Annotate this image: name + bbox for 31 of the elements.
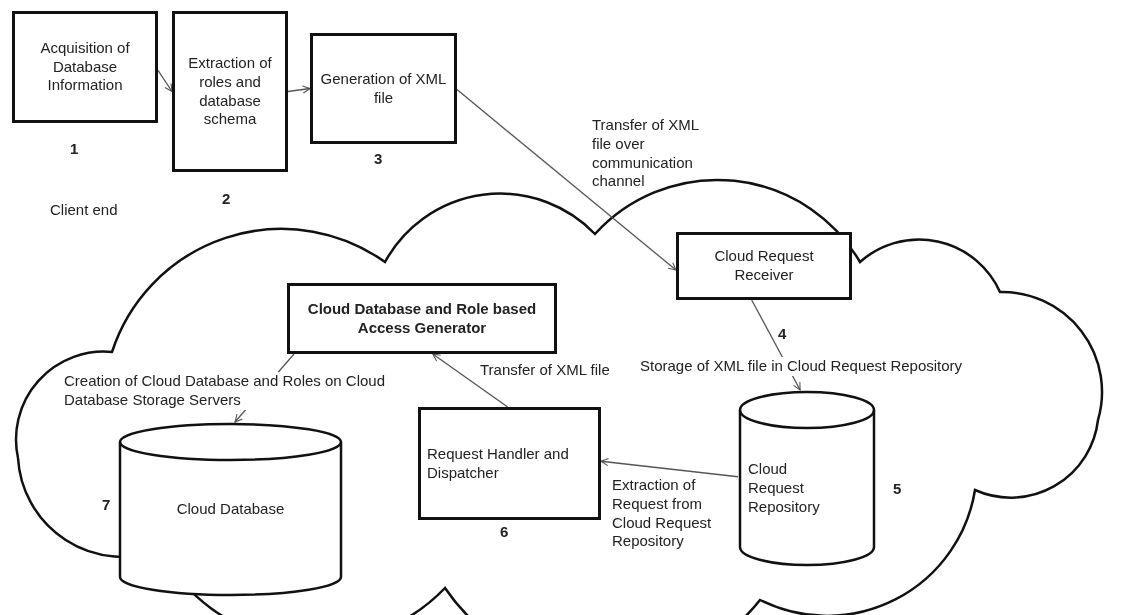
process-box <box>310 33 457 144</box>
node-label: Cloud Database and Role based Access Generator <box>306 299 538 338</box>
node-label: Extraction of roles and database schema <box>187 54 273 129</box>
node-label: Cloud Database <box>176 500 285 519</box>
edge-label: Transfer of XML file over communication channel <box>592 116 700 191</box>
step-number: 2 <box>222 190 231 209</box>
arrow <box>287 85 311 94</box>
edge-label: Storage of XML file in Cloud Request Repository <box>640 357 963 376</box>
node-label: Acquisition of Database Information <box>39 38 131 96</box>
edge-label: Transfer of XML file <box>480 361 610 380</box>
process-box <box>172 11 288 172</box>
process-box <box>287 283 557 354</box>
arrow <box>157 69 173 93</box>
node-label: Generation of XML file <box>319 69 448 108</box>
step-number: 3 <box>374 150 383 169</box>
step-number: 5 <box>893 480 902 499</box>
process-box <box>676 232 852 300</box>
arrow <box>432 353 509 408</box>
step-number: 1 <box>70 140 79 159</box>
node-label: Cloud Request Receiver <box>713 247 815 285</box>
arrow <box>456 88 677 271</box>
node-label: Request Handler and Dispatcher <box>426 444 570 483</box>
arrow <box>600 457 739 478</box>
process-box <box>12 11 158 123</box>
step-number: 6 <box>500 523 509 542</box>
step-number: 7 <box>102 496 111 515</box>
step-number: 4 <box>778 325 787 344</box>
edge-label: Extraction of Request from Cloud Request Repository <box>612 476 713 551</box>
process-box <box>418 407 601 520</box>
node-label: Cloud Request Repository <box>747 459 821 517</box>
region-label: Client end <box>50 201 118 220</box>
